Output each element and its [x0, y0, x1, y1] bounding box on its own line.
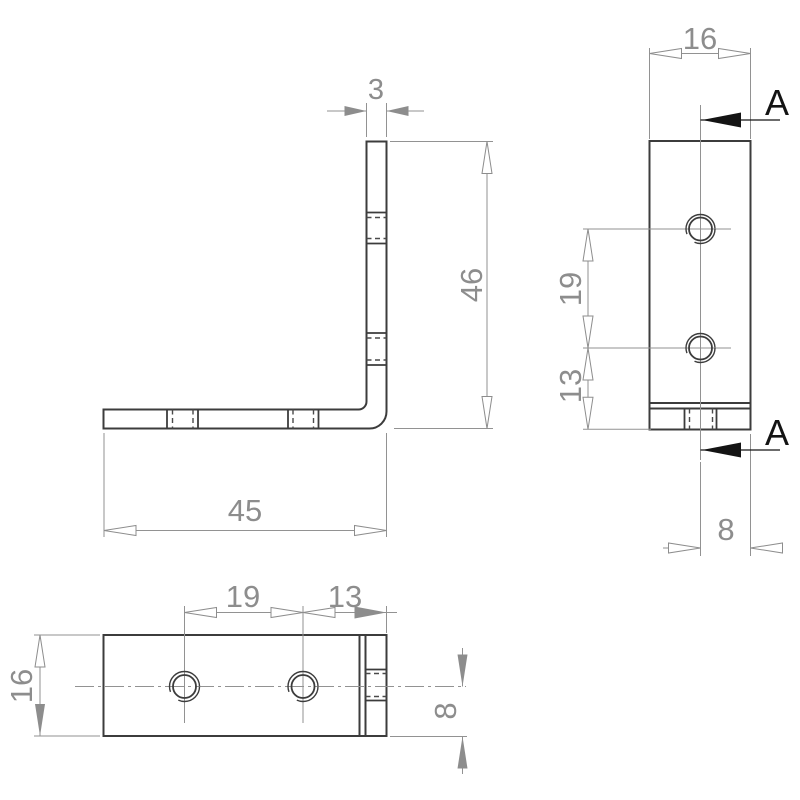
side-view: 3 46 45: [102, 74, 493, 537]
threaded-hole-left: [168, 670, 201, 703]
dim-arrowhead-icon: [184, 606, 217, 619]
threaded-hole-right: [287, 670, 319, 703]
hole-circle: [172, 674, 197, 699]
dim-label-front-spacing: 19: [553, 272, 588, 306]
dim-label-front-edge: 13: [553, 369, 588, 403]
bottom-strip-hole-projection: [683, 408, 718, 430]
dim-label-bottom-edge: 13: [328, 579, 362, 614]
dim-label-front-width: 16: [683, 21, 717, 56]
dim-label-bottom-width: 16: [4, 669, 39, 703]
section-label-top: A: [765, 82, 789, 123]
section-label-bottom: A: [765, 412, 789, 453]
hole-circle: [688, 216, 713, 242]
dim-arrowhead-icon: [481, 396, 493, 429]
dim-bottom-hole-positions: 19 13: [184, 579, 397, 633]
dim-arrowhead-icon: [302, 606, 336, 619]
dim-arrowhead-icon: [354, 524, 387, 537]
dim-label-front-offset: 8: [717, 512, 734, 547]
section-mark-bottom: A: [700, 412, 789, 458]
dim-label-bottom-offset: 8: [428, 702, 463, 719]
dim-bottom-width: 16: [4, 634, 100, 737]
dim-arrowhead-icon: [457, 654, 468, 687]
thread-arc: [287, 670, 319, 703]
bottom-view: 19 13 16 8: [4, 579, 468, 774]
dim-arrowhead-icon: [582, 228, 594, 262]
dim-arrowhead-icon: [103, 524, 137, 537]
vertical-leg-hole-projections: [366, 211, 387, 366]
section-mark-top: A: [700, 82, 789, 128]
dim-label-length: 45: [228, 493, 262, 528]
dim-arrowhead-icon: [649, 47, 682, 60]
section-arrow-icon: [702, 442, 741, 458]
thread-arc: [168, 670, 201, 703]
hole-circle: [290, 674, 316, 699]
dim-front-offset: 8: [663, 434, 783, 556]
right-strip-hole-projection: [365, 668, 387, 702]
thread-arc: [685, 213, 716, 245]
dim-arrowhead-icon: [354, 606, 387, 619]
bottom-face-outline: [102, 634, 388, 737]
hole-circle: [688, 335, 713, 361]
dim-arrowhead-icon: [35, 704, 45, 736]
section-arrow-icon: [702, 112, 741, 128]
dim-arrowhead-icon: [668, 542, 701, 554]
dim-label-thickness: 3: [368, 74, 384, 106]
dim-arrowhead-icon: [386, 106, 409, 116]
horizontal-leg-hole-projections: [166, 409, 320, 429]
dim-arrowhead-icon: [718, 47, 751, 60]
dim-arrowhead-icon: [481, 141, 493, 174]
dim-height: 46: [390, 141, 493, 429]
dim-label-height: 46: [454, 268, 489, 302]
dim-arrowhead-icon: [344, 106, 367, 116]
dim-arrowhead-icon: [582, 396, 594, 430]
dim-arrowhead-icon: [34, 634, 46, 668]
dim-arrowhead-icon: [750, 542, 783, 554]
dim-label-bottom-spacing: 19: [226, 579, 260, 614]
dim-length: 45: [103, 433, 387, 537]
bracket-profile-outline: [102, 140, 388, 430]
dim-arrowhead-icon: [270, 606, 304, 619]
dim-front-hole-positions: 19 13: [553, 228, 651, 430]
threaded-hole-top: [583, 213, 731, 245]
threaded-hole-bottom: [583, 332, 731, 364]
dim-thickness: 3: [327, 74, 424, 137]
dim-arrowhead-icon: [457, 736, 468, 769]
thread-arc: [685, 332, 716, 364]
dim-arrowhead-icon: [582, 347, 594, 381]
front-view: 16 19 13 8 A: [553, 21, 789, 556]
dim-arrowhead-icon: [582, 315, 594, 349]
dim-front-width: 16: [649, 21, 751, 139]
dim-bottom-offset: 8: [390, 648, 468, 774]
